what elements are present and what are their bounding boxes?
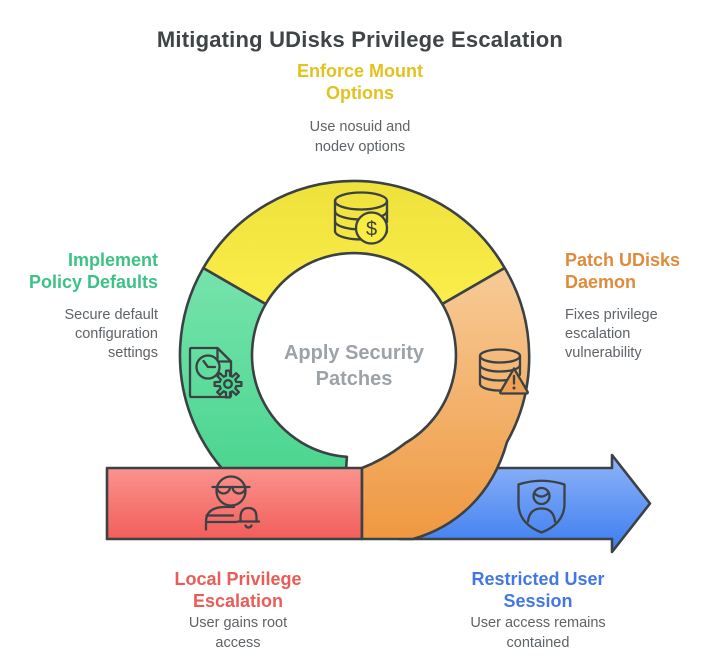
segment-enforce-mount-options <box>202 179 506 306</box>
heading-restricted-user-session: Restricted User Session <box>471 569 605 611</box>
coins-dollar-icon: $ <box>333 191 389 245</box>
description-implement-policy-defaults: Secure default configuration settings <box>64 307 158 361</box>
segment-patch-udisks-daemon <box>360 266 531 541</box>
description-local-privilege-escalation: User gains root access <box>188 615 288 651</box>
database-warning-icon <box>478 348 529 395</box>
heading-enforce-mount-options: Enforce Mount Options <box>297 61 423 103</box>
dollar-glyph: $ <box>366 219 377 241</box>
page-title: Mitigating UDisks Privilege Escalation <box>156 26 564 52</box>
document-gear-icon <box>188 346 243 399</box>
heading-patch-udisks-daemon: Patch UDisks Daemon <box>565 250 681 292</box>
heading-implement-policy-defaults: Implement Policy Defaults <box>28 250 158 292</box>
hacker-bell-icon <box>204 475 261 531</box>
description-enforce-mount-options: Use nosuid and nodev options <box>309 119 411 155</box>
description-patch-udisks-daemon: Fixes privilege escalation vulnerability <box>565 307 658 361</box>
shield-user-icon <box>517 479 566 534</box>
heading-local-privilege-escalation: Local Privilege Escalation <box>174 569 302 611</box>
center-label: Apply Security Patches <box>283 342 425 390</box>
description-restricted-user-session: User access remains contained <box>470 615 606 651</box>
band-local-privilege-escalation <box>105 466 364 541</box>
